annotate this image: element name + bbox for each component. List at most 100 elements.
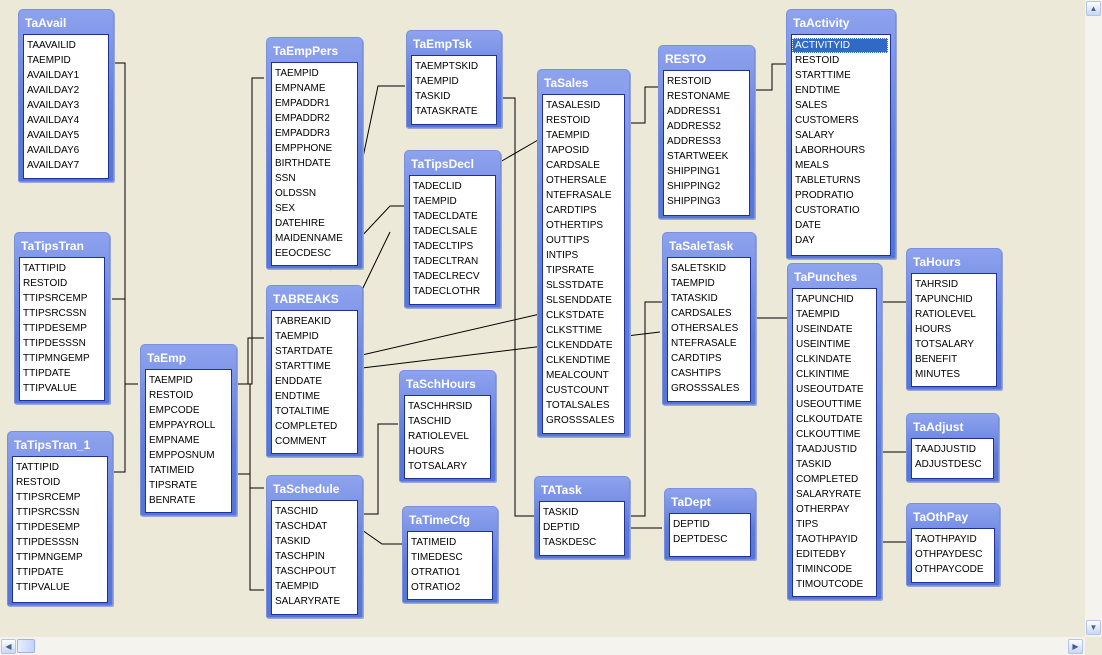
field-item[interactable]: SHIPPING1 [667,166,721,177]
field-item[interactable]: COMPLETED [796,474,859,485]
table-title[interactable]: TATask [541,483,582,497]
field-item[interactable]: CARDTIPS [671,353,722,364]
field-item[interactable]: GROSSSALES [671,383,740,394]
field-item[interactable]: MEALCOUNT [546,370,609,381]
field-item[interactable]: OTRATIO1 [411,567,461,578]
field-item[interactable]: TIMEDESC [411,552,463,563]
field-item[interactable]: TATIMEID [149,465,195,476]
field-item[interactable]: SALARYRATE [275,596,341,607]
table-title[interactable]: TaSaleTask [669,239,734,253]
field-item[interactable]: TAOTHPAYID [915,534,977,545]
field-item[interactable]: TASCHPOUT [275,566,336,577]
field-item[interactable]: STARTWEEK [667,151,729,162]
field-item[interactable]: CLKOUTTIME [796,429,861,440]
field-item[interactable]: CARDSALE [546,160,600,171]
field-item[interactable]: OTHPAYDESC [915,549,983,560]
field-item[interactable]: EMPPHONE [275,143,333,154]
field-item[interactable]: TAEMPID [546,130,590,141]
field-item[interactable]: SALETSKID [671,263,727,274]
table-title[interactable]: TaEmp [147,351,187,365]
field-item[interactable]: CUSTCOUNT [546,385,609,396]
field-item[interactable]: NTEFRASALE [546,190,612,201]
table-title[interactable]: RESTO [665,52,707,66]
field-item[interactable]: RESTOID [546,115,591,126]
table-title[interactable]: TaSales [544,76,589,90]
field-item[interactable]: RESTOID [795,55,840,66]
field-item[interactable]: TTIPDESSSN [23,338,86,349]
field-item[interactable]: TOTALTIME [275,406,330,417]
field-item[interactable]: TATTIPID [23,263,66,274]
field-item[interactable]: TASCHID [408,416,452,427]
field-item[interactable]: TABLETURNS [795,175,861,186]
field-item[interactable]: TTIPDESSSN [16,537,79,548]
table-title[interactable]: TaTipsTran_1 [14,438,91,452]
field-item[interactable]: CLKSTTIME [546,325,603,336]
table-title[interactable]: TaPunches [794,270,858,284]
field-item[interactable]: CLKINTIME [796,369,850,380]
vertical-scrollbar[interactable]: ▲ ▼ [1085,0,1102,637]
table-title[interactable]: TaDept [671,495,711,509]
field-item[interactable]: COMMENT [275,436,327,447]
field-item[interactable]: TTIPMNGEMP [23,353,90,364]
field-item[interactable]: TASKID [796,459,832,470]
field-item[interactable]: TADECLDATE [413,211,478,222]
field-item[interactable]: TADECLOTHR [413,286,481,297]
field-item[interactable]: TTIPSRCEMP [16,492,81,503]
field-item[interactable]: DAY [795,235,815,246]
field-item[interactable]: RATIOLEVEL [915,309,976,320]
field-item[interactable]: OTHERSALES [671,323,739,334]
field-item[interactable]: OTHERPAY [796,504,850,515]
field-item[interactable]: AVAILDAY7 [27,160,80,171]
field-item[interactable]: SALARY [795,130,835,141]
table-title[interactable]: TaTipsDecl [411,157,474,171]
field-item[interactable]: MEALS [795,160,829,171]
scroll-right-button[interactable]: ▶ [1068,639,1083,654]
field-item[interactable]: USEOUTTIME [796,399,862,410]
field-item[interactable]: DEPTID [543,522,580,533]
field-item[interactable]: SLSENDDATE [546,295,612,306]
field-item[interactable]: USEOUTDATE [796,384,864,395]
field-item[interactable]: TASCHPIN [275,551,325,562]
table-title[interactable]: TaTimeCfg [409,513,470,527]
table-title[interactable]: TaAdjust [913,420,964,434]
field-item[interactable]: CASHTIPS [671,368,722,379]
scroll-up-button[interactable]: ▲ [1086,1,1101,16]
field-item[interactable]: MINUTES [915,369,960,380]
horizontal-scrollbar[interactable]: ◀ ▶ [0,637,1085,655]
field-item[interactable]: ENDDATE [275,376,323,387]
field-item[interactable]: TAEMPID [149,375,193,386]
field-item[interactable]: TAEMPID [415,76,459,87]
field-item[interactable]: TAEMPTSKID [415,61,479,72]
field-item[interactable]: TATIMEID [411,537,457,548]
field-item[interactable]: TAADJUSTID [915,444,976,455]
field-item[interactable]: SLSSTDATE [546,280,604,291]
field-item[interactable]: TAEMPID [671,278,715,289]
field-item[interactable]: TASCHDAT [275,521,328,532]
horizontal-scroll-thumb[interactable] [17,639,35,653]
field-item[interactable]: GROSSSALES [546,415,615,426]
field-item[interactable]: TIPSRATE [149,480,198,491]
field-item[interactable]: CUSTORATIO [795,205,860,216]
field-item[interactable]: EMPNAME [149,435,200,446]
field-item[interactable]: TATASKID [671,293,718,304]
field-item[interactable]: TADECLTIPS [413,241,474,252]
field-item[interactable]: TADECLTRAN [413,256,479,267]
field-item[interactable]: TASKID [543,507,579,518]
field-item[interactable]: INTIPS [546,250,579,261]
